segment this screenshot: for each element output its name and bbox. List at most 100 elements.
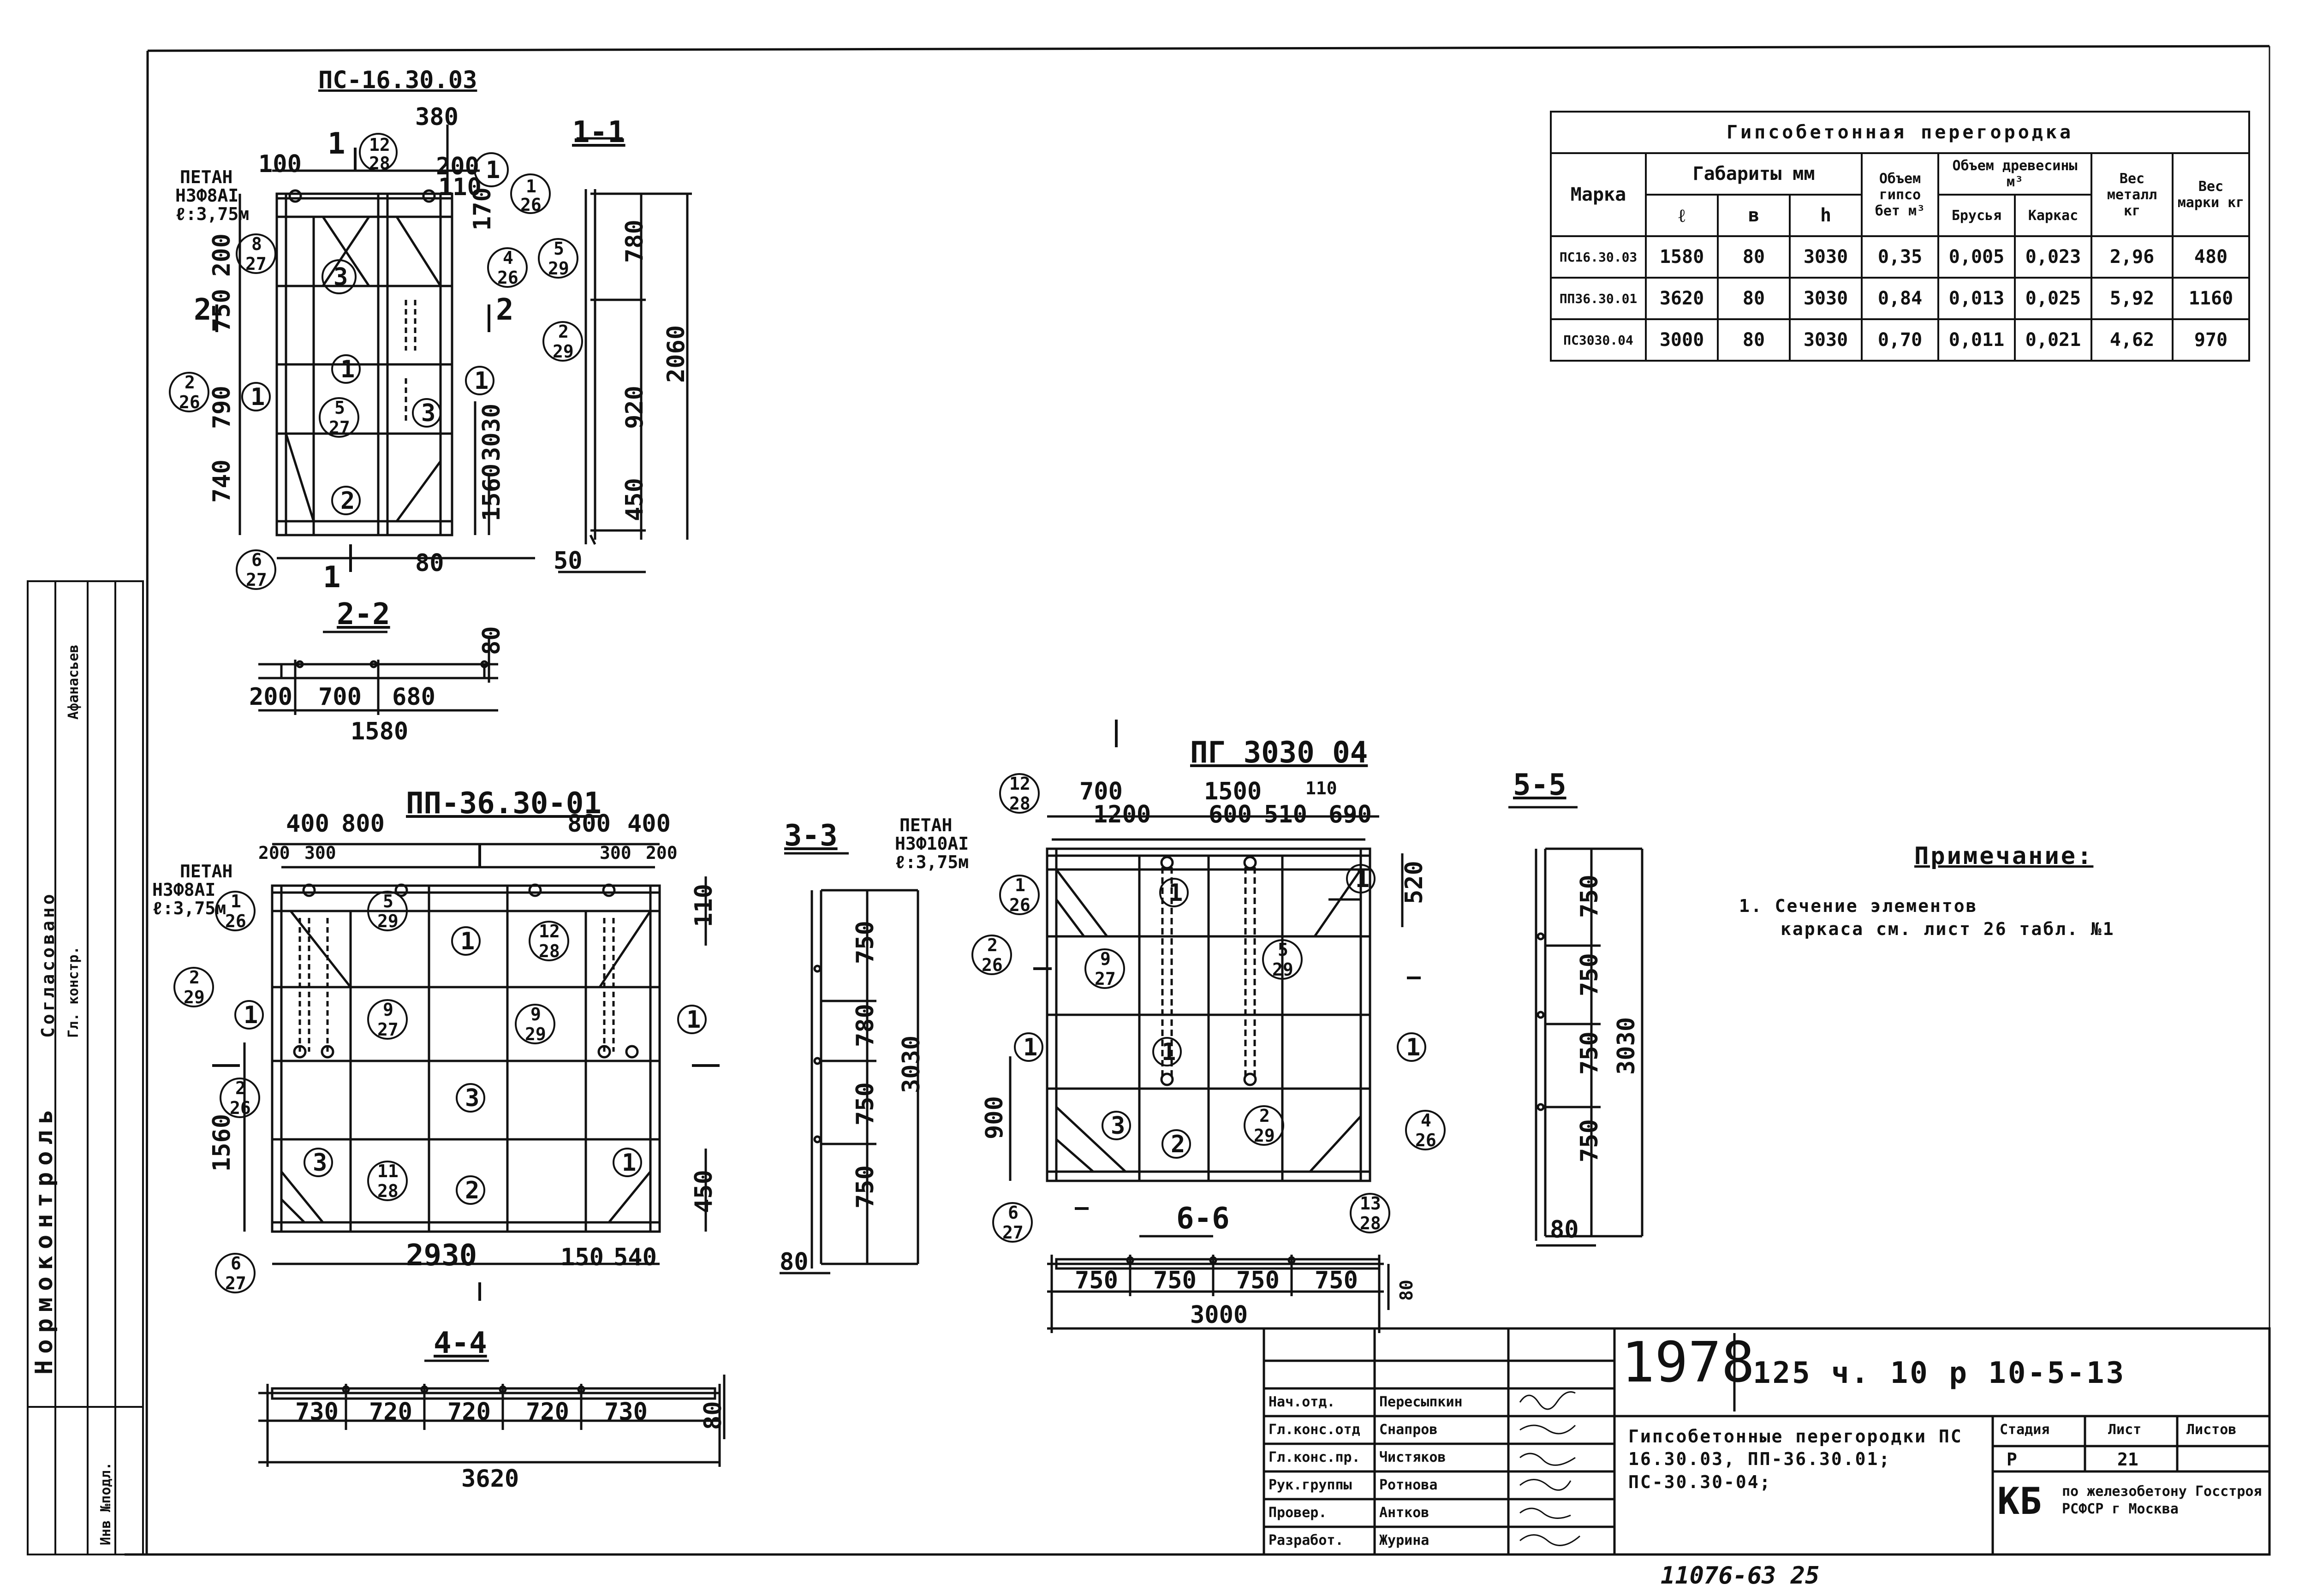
dim: 750 [1153, 1267, 1197, 1294]
spec-cell: 3030 [1789, 235, 1863, 279]
spec-cell: 0,84 [1861, 277, 1939, 320]
callout-den: 29 [184, 987, 205, 1007]
spec-header-mark: Марка [1550, 152, 1647, 237]
callout-den: 28 [1009, 793, 1030, 814]
section-6-6-label: 6-6 [1176, 1202, 1230, 1236]
section-2-2-label: 2-2 [337, 597, 390, 631]
dim: 780 [852, 1004, 879, 1047]
petlya-b-line3: ℓ:3,75м [152, 898, 226, 918]
dim: 1560 [478, 463, 506, 521]
callout-num: 1 [1015, 875, 1025, 895]
mark-1: 1 [686, 1006, 701, 1034]
petlya-b-line1: ПЕТАН [180, 861, 233, 881]
dim: 750 [1315, 1267, 1358, 1294]
dim: 720 [526, 1398, 569, 1426]
section-5-5-label: 5-5 [1513, 768, 1566, 802]
dim: 750 [1075, 1267, 1118, 1294]
role-label: Гл.конс.отд [1269, 1422, 1360, 1438]
spec-header-karkas: Каркас [2014, 194, 2092, 237]
dim: 50 [554, 547, 583, 575]
table-row: ПС3030.04 3000 80 3030 0,70 0,011 0,021 … [1550, 318, 2250, 362]
dim: 3620 [461, 1465, 519, 1493]
callout-den: 29 [553, 341, 574, 362]
dim: 920 [621, 386, 649, 429]
dim: 690 [1328, 801, 1372, 828]
dim: 740 [208, 459, 236, 503]
callout-num: 1 [526, 176, 536, 197]
callout-num: 5 [1278, 940, 1288, 960]
spec-header-l: ℓ [1645, 194, 1719, 237]
spec-cell: 0,35 [1861, 235, 1939, 279]
callout-den: 29 [525, 1024, 546, 1044]
callout-den: 27 [377, 1019, 399, 1040]
callout-num: 2 [987, 935, 998, 955]
role-label: Рук.группы [1269, 1477, 1352, 1493]
dim: 1500 [1204, 778, 1262, 805]
callout-den: 27 [329, 417, 350, 438]
side-stamp-signer: Афанасьев [66, 644, 82, 720]
spec-cell: 0,70 [1861, 318, 1939, 362]
mark-3: 3 [334, 263, 348, 291]
callout-num: 2 [235, 1078, 246, 1098]
spec-header-dims: Габариты мм [1645, 152, 1863, 196]
dim: 80 [1396, 1280, 1417, 1301]
person-name: Ротнова [1379, 1477, 1438, 1493]
spec-cell: 80 [1717, 318, 1791, 362]
dim: 200 [646, 843, 678, 863]
title-stage-value: Р [2007, 1449, 2017, 1470]
mark-1: 1 [622, 1149, 637, 1177]
callout-num: 9 [1100, 949, 1111, 969]
callout-den: 26 [230, 1098, 251, 1118]
callout-den: 27 [245, 254, 267, 274]
spec-cell: 0,021 [2014, 318, 2092, 362]
person-name: Снапров [1379, 1422, 1438, 1438]
dim: 3030 [478, 403, 506, 461]
person-name: Антков [1379, 1505, 1429, 1521]
title-series: 125 ч. 10 р 10-5-13 [1753, 1356, 2126, 1390]
spec-header-volume: Объем гипсо бет м³ [1861, 152, 1939, 237]
dim: 200 [258, 843, 290, 863]
dim: 780 [621, 220, 649, 263]
section-5-5 [1508, 806, 1644, 1247]
dim: 600 [1209, 801, 1252, 828]
dim: 750 [1236, 1267, 1280, 1294]
callout-den: 28 [539, 941, 560, 961]
dim: 400 [627, 810, 671, 838]
dim: 110 [1305, 778, 1337, 798]
dim: 300 [304, 843, 336, 863]
dim: 80 [1550, 1216, 1579, 1244]
callout-num: 5 [383, 891, 393, 911]
callout-num: 4 [503, 248, 513, 268]
dim: 520 [1400, 861, 1428, 904]
callout-den: 28 [1360, 1213, 1381, 1233]
spec-cell: 0,013 [1937, 277, 2016, 320]
petlya-b-line2: Н3Ф8АI [152, 880, 216, 900]
cut-number: 1 [328, 127, 345, 161]
dim: 450 [621, 478, 649, 521]
spec-cell: 0,023 [2014, 235, 2092, 279]
spec-header-brus: Брусья [1937, 194, 2016, 237]
panel-pg-3030-04 [1009, 815, 1404, 1182]
dim: 200 [249, 683, 292, 711]
callout-num: 2 [189, 967, 200, 988]
person-name: Чистяков [1379, 1449, 1446, 1465]
dim: 750 [852, 1165, 879, 1209]
dim: 380 [415, 103, 459, 131]
dim: 540 [613, 1244, 657, 1271]
callout-num: 6 [231, 1253, 241, 1274]
dim: 1200 [1093, 801, 1151, 828]
dim: 750 [208, 289, 236, 332]
petlya-a-line2: Н3Ф8АI [175, 185, 239, 206]
callout-den: 28 [377, 1181, 399, 1201]
person-name: Пересыпкин [1379, 1394, 1463, 1410]
section-3-3-label: 3-3 [784, 819, 838, 853]
table-row: ПС16.30.03 1580 80 3030 0,35 0,005 0,023… [1550, 235, 2250, 279]
title-block-frame [1263, 1327, 2271, 1556]
callout-den: 27 [1095, 969, 1116, 989]
callout-num: 11 [377, 1161, 399, 1181]
spec-title: Гипсобетонная перегородка [1550, 111, 2250, 154]
dim: 80 [415, 549, 444, 577]
dim: 80 [699, 1401, 727, 1430]
